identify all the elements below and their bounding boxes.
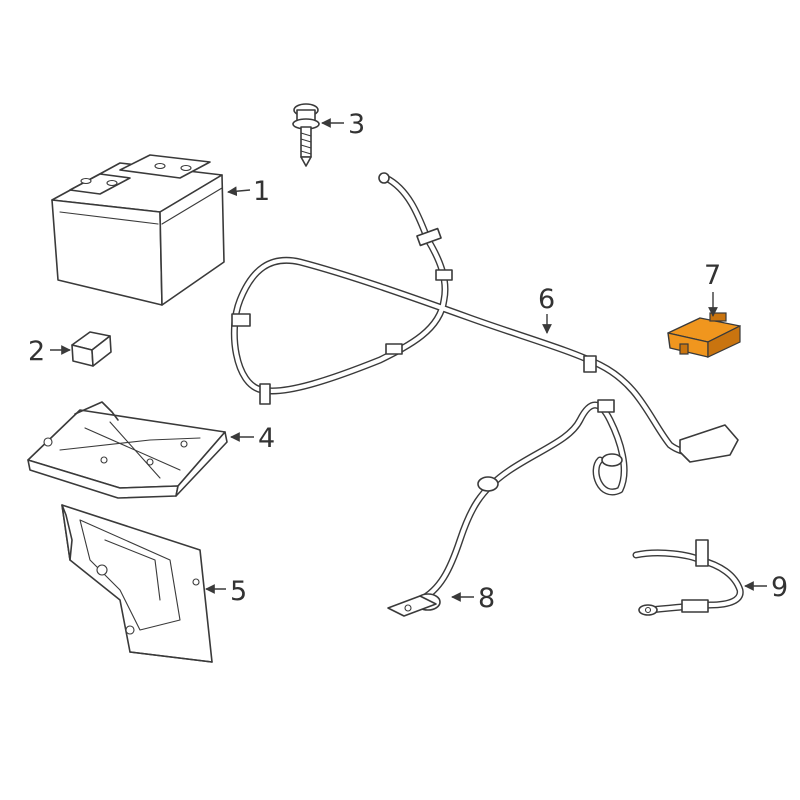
- callout-1: 1: [253, 176, 270, 207]
- harness-6-part: [230, 172, 739, 463]
- cable-9-part: [632, 539, 744, 616]
- highlighted-fuse-block-part: [667, 312, 741, 358]
- callout-4: 4: [258, 423, 275, 454]
- bracket-part: [61, 504, 213, 663]
- block-part: [71, 331, 112, 367]
- callout-leaders: [50, 118, 767, 602]
- cable-8-part: [387, 399, 628, 617]
- callout-2: 2: [28, 336, 45, 367]
- bolt-part: [292, 103, 320, 167]
- callout-9: 9: [771, 572, 788, 603]
- tray-part: [27, 401, 228, 499]
- callout-5: 5: [230, 576, 247, 607]
- leader-1: [227, 186, 251, 197]
- callout-3: 3: [348, 109, 365, 140]
- callout-7: 7: [704, 260, 721, 291]
- callout-8: 8: [478, 583, 495, 614]
- battery-part: [51, 154, 225, 306]
- callout-6: 6: [538, 284, 555, 315]
